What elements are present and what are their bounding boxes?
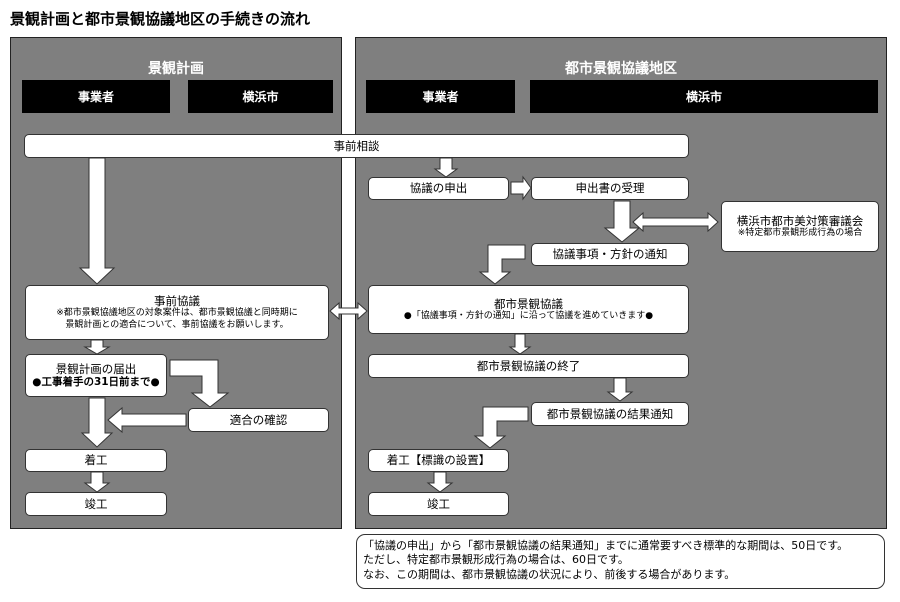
urban-landscape-panel (355, 37, 887, 529)
arrow-down-icon (433, 157, 459, 178)
step-accept: 申出書の受理 (531, 177, 689, 200)
step-label: 協議事項・方針の通知 (552, 247, 668, 262)
bent-arrow-icon (478, 244, 526, 285)
step-label: 都市景観協議の終了 (476, 358, 581, 373)
step-start-left: 着工 (25, 449, 167, 472)
actor-business-left: 事業者 (22, 80, 170, 113)
urban-landscape-heading: 都市景観協議地区 (565, 61, 677, 77)
step-label: 横浜市都市美対策審議会 (736, 213, 864, 228)
step-end-discuss: 都市景観協議の終了 (368, 354, 689, 378)
double-arrow-icon (329, 301, 368, 321)
step-start-right: 着工【標識の設置】 (368, 449, 509, 472)
step-note: ※特定都市景観形成行為の場合 (737, 228, 863, 239)
step-label: 申出書の受理 (575, 181, 645, 196)
arrow-down-icon (80, 397, 114, 448)
actor-city-right: 横浜市 (530, 80, 878, 113)
step-note: 景観計画との適合について、事前協議をお願いします。 (65, 319, 289, 330)
actor-business-right: 事業者 (366, 80, 515, 113)
step-result: 都市景観協議の結果通知 (531, 402, 689, 426)
arrow-down-icon (606, 377, 634, 402)
step-prior-discuss: 事前協議※都市景観協議地区の対象案件は、都市景観協議と同時期に景観計画との適合に… (25, 285, 329, 340)
arrow-down-icon (426, 471, 454, 493)
arrow-down-icon (83, 339, 111, 355)
double-arrow-icon (632, 211, 719, 233)
step-label: 事前協議 (154, 294, 200, 309)
arrow-down-icon (78, 157, 116, 285)
arrow-down-icon (83, 471, 111, 493)
step-label: 着工【標識の設置】 (386, 453, 491, 468)
page-title: 景観計画と都市景観協議地区の手続きの流れ (10, 10, 311, 28)
note-line: なお、この期間は、都市景観協議の状況により、前後する場合があります。 (363, 567, 736, 581)
step-complete-left: 竣工 (25, 492, 167, 516)
step-prior-consult: 事前相談 (24, 134, 689, 158)
step-council: 横浜市都市美対策審議会※特定都市景観形成行為の場合 (721, 201, 879, 252)
arrow-down-icon (508, 333, 532, 355)
bent-arrow-icon (473, 406, 529, 449)
arrow-left-icon (107, 406, 187, 434)
note-line: ただし、特定都市景観形成行為の場合は、60日です。 (363, 553, 629, 567)
step-label: 竣工 (427, 496, 450, 511)
step-conformity: 適合の確認 (188, 408, 329, 432)
period-note: 「協議の申出」から「都市景観協議の結果通知」までに通常要すべき標準的な期間は、5… (356, 534, 885, 589)
landscape-plan-heading: 景観計画 (148, 61, 204, 77)
step-note: ※都市景観協議地区の対象案件は、都市景観協議と同時期に (56, 308, 298, 319)
step-label: 着工 (84, 453, 108, 468)
bent-arrow-icon (169, 359, 230, 408)
arrow-down-icon (603, 200, 641, 243)
step-note: ●工事着手の31日前まで● (32, 376, 160, 389)
step-label: 都市景観協議 (494, 296, 563, 311)
note-line: 「協議の申出」から「都市景観協議の結果通知」までに通常要すべき標準的な期間は、5… (363, 539, 849, 552)
step-notice: 協議事項・方針の通知 (531, 243, 689, 266)
step-label: 景観計画の届出 (55, 361, 137, 376)
step-label: 協議の申出 (409, 181, 468, 196)
step-urban-discuss: 都市景観協議●「協議事項・方針の通知」に沿って協議を進めていきます● (368, 285, 689, 334)
step-label: 都市景観協議の結果通知 (546, 406, 674, 421)
landscape-plan-panel (10, 37, 342, 529)
step-report: 景観計画の届出●工事着手の31日前まで● (25, 354, 167, 397)
step-label: 適合の確認 (229, 412, 288, 427)
step-note: ●「協議事項・方針の通知」に沿って協議を進めていきます● (403, 311, 654, 322)
arrow-right-icon (510, 175, 532, 201)
actor-city-left: 横浜市 (188, 80, 333, 113)
step-label: 竣工 (84, 496, 108, 511)
step-complete-right: 竣工 (368, 492, 509, 516)
step-apply: 協議の申出 (368, 177, 509, 200)
step-label: 事前相談 (333, 138, 380, 153)
